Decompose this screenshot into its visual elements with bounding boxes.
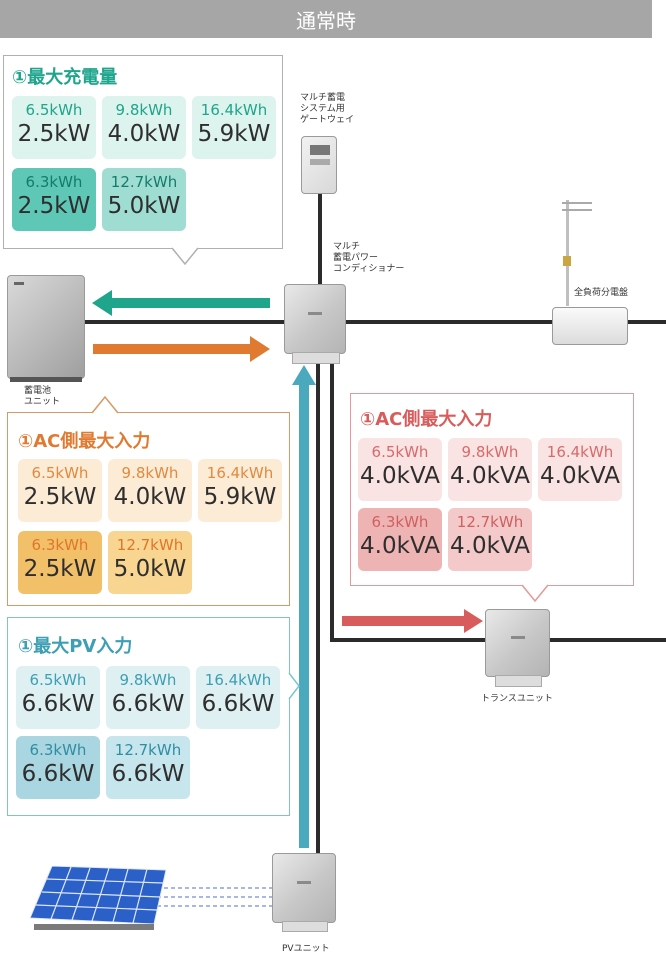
- pv-unit-base: [282, 921, 328, 932]
- pv-card-9-8: 9.8kWh 6.6kW: [106, 666, 190, 729]
- wire-pcs-distribution: [345, 320, 666, 324]
- pcs-label: マルチ蓄電パワーコンディショナー: [333, 242, 405, 274]
- trans-label: トランスユニット: [481, 694, 553, 704]
- ac-card-9-8: 9.8kWh 4.0kW: [108, 459, 192, 522]
- pv-unit-label: PVユニット: [282, 944, 330, 954]
- kva-card-6-3: 6.3kWh 4.0kVA: [358, 508, 442, 571]
- charge-card-12-7: 12.7kWh 5.0kW: [102, 168, 186, 231]
- ac-kva-title: ①AC側最大入力: [360, 409, 493, 430]
- pcs-device: [284, 284, 346, 354]
- discharge-arrow: [92, 290, 270, 316]
- ac-card-16-4: 16.4kWh 5.9kW: [198, 459, 282, 522]
- pv-card-6-3: 6.3kWh 6.6kW: [16, 736, 100, 799]
- wire-pcs-pv: [316, 362, 320, 854]
- kva-card-12-7: 12.7kWh 4.0kVA: [448, 508, 532, 571]
- distribution-label: 全負荷分電盤: [574, 288, 629, 298]
- kva-card-6-5: 6.5kWh 4.0kVA: [358, 438, 442, 501]
- wire-pcs-trans: [330, 362, 334, 640]
- pv-card-6-5: 6.5kWh 6.6kW: [16, 666, 100, 729]
- kva-card-16-4: 16.4kWh 4.0kVA: [538, 438, 622, 501]
- charge-card-16-4: 16.4kWh 5.9kW: [192, 96, 276, 159]
- wire-gateway-pcs: [318, 193, 322, 285]
- ac-arrow: [342, 609, 483, 633]
- ac-card-12-7: 12.7kWh 5.0kW: [108, 531, 192, 594]
- pv-card-16-4: 16.4kWh 6.6kW: [196, 666, 280, 729]
- battery-device: [7, 275, 85, 379]
- pv-card-12-7: 12.7kWh 6.6kW: [106, 736, 190, 799]
- wire-trans-grid: [550, 638, 666, 642]
- ac-card-6-5: 6.5kWh 2.5kW: [18, 459, 102, 522]
- distribution-board: [552, 307, 628, 345]
- ac-input-title: ①AC側最大入力: [18, 431, 151, 452]
- pcs-base: [292, 352, 340, 364]
- battery-feet: [10, 377, 82, 382]
- max-pv-title: ①最大PV入力: [18, 636, 133, 657]
- wire-pole: [566, 200, 569, 306]
- trans-device: [485, 609, 550, 677]
- gateway-device: [301, 136, 337, 194]
- pv-unit-device: [272, 853, 336, 923]
- charge-arrow: [93, 336, 270, 362]
- ac-card-6-3: 6.3kWh 2.5kW: [18, 531, 102, 594]
- kva-card-9-8: 9.8kWh 4.0kVA: [448, 438, 532, 501]
- charge-card-6-5: 6.5kWh 2.5kW: [12, 96, 96, 159]
- solar-panel-icon: [30, 866, 167, 930]
- page-title: 通常時: [296, 8, 356, 33]
- max-charge-title: ①最大充電量: [12, 67, 118, 88]
- trans-base: [495, 675, 542, 687]
- charge-card-6-3: 6.3kWh 2.5kW: [12, 168, 96, 231]
- gateway-label: マルチ蓄電システム用ゲートウェイ: [300, 93, 355, 125]
- pv-arrow: [292, 365, 316, 848]
- charge-card-9-8: 9.8kWh 4.0kW: [102, 96, 186, 159]
- wire-trans-bottom: [330, 638, 486, 642]
- battery-label: 蓄電池ユニット: [24, 386, 61, 407]
- page-header: 通常時: [0, 0, 652, 38]
- wire-battery-pcs: [85, 320, 285, 324]
